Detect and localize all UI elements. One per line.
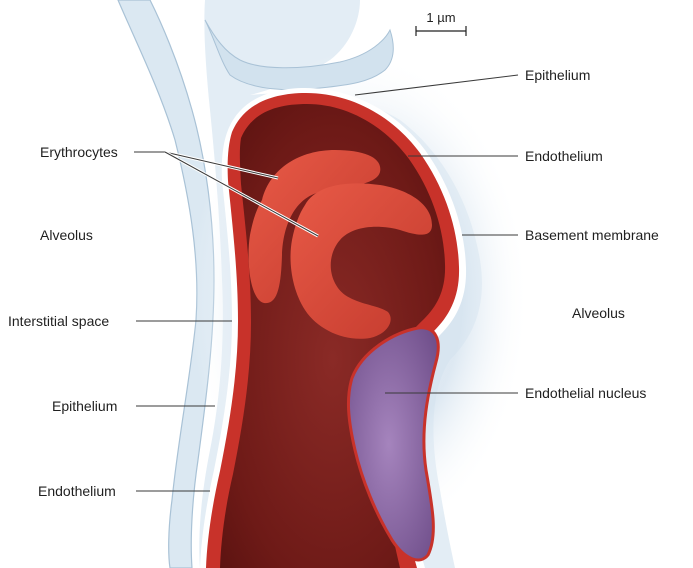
label-alveolus-left: Alveolus xyxy=(40,227,93,243)
label-epithelium-left: Epithelium xyxy=(52,398,117,414)
label-endothelial-nucleus: Endothelial nucleus xyxy=(525,385,646,401)
label-endothelium-right: Endothelium xyxy=(525,148,603,164)
label-epithelium-top: Epithelium xyxy=(525,67,590,83)
label-erythrocytes: Erythrocytes xyxy=(40,144,118,160)
label-alveolus-right: Alveolus xyxy=(572,305,625,321)
scale-bar: 1 µm xyxy=(416,10,466,36)
scale-bar-label: 1 µm xyxy=(426,10,455,25)
label-endothelium-left: Endothelium xyxy=(38,483,116,499)
label-basement-membrane: Basement membrane xyxy=(525,227,659,243)
label-interstitial-space: Interstitial space xyxy=(8,313,109,329)
